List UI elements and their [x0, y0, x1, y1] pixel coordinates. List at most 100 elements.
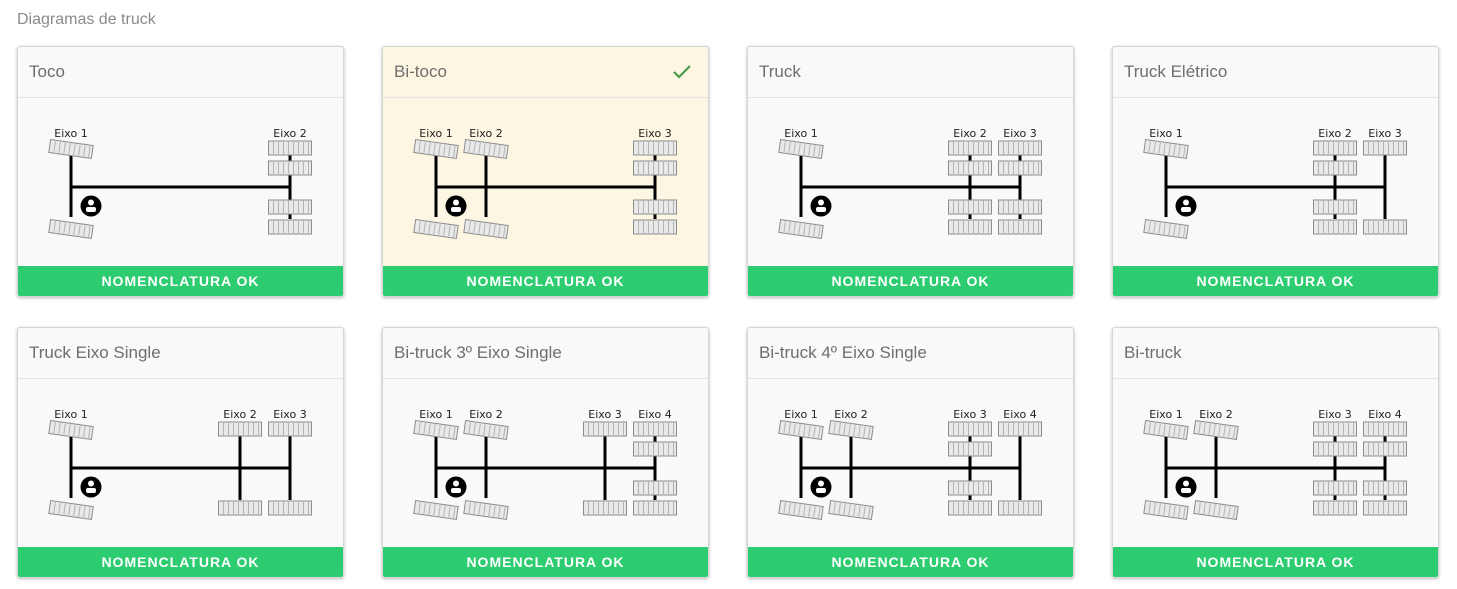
tire — [1363, 441, 1407, 457]
axle-label: Eixo 3 — [1003, 127, 1036, 140]
tire — [1363, 500, 1407, 516]
tire — [268, 500, 312, 516]
tire — [1313, 480, 1357, 496]
tire — [1313, 199, 1357, 215]
tire — [778, 219, 824, 239]
tire — [948, 219, 992, 235]
card-title: Bi-truck — [1124, 343, 1182, 362]
check-icon — [673, 65, 691, 79]
card-title: Toco — [29, 62, 65, 81]
card-title: Truck — [759, 62, 801, 81]
tire — [268, 140, 312, 156]
tire — [1143, 420, 1189, 440]
tire — [948, 500, 992, 516]
card-header: Bi-toco — [383, 47, 708, 98]
tire — [1363, 421, 1407, 437]
tire — [778, 139, 824, 159]
tire — [948, 441, 992, 457]
axle-label: Eixo 2 — [223, 408, 256, 421]
steering-wheel-icon — [810, 195, 832, 217]
tire — [413, 139, 459, 159]
tire — [633, 160, 677, 176]
axle-label: Eixo 3 — [1318, 408, 1351, 421]
tire — [998, 500, 1042, 516]
tire — [268, 219, 312, 235]
axle-label: Eixo 2 — [469, 408, 502, 421]
axle-label: Eixo 1 — [54, 127, 87, 140]
axle-label: Eixo 3 — [588, 408, 621, 421]
card-header: Bi-truck — [1113, 328, 1438, 379]
tire — [48, 219, 94, 239]
tire — [828, 420, 874, 440]
tire — [948, 421, 992, 437]
tire — [268, 421, 312, 437]
tire — [268, 199, 312, 215]
card-title: Truck Elétrico — [1124, 62, 1228, 81]
tire — [413, 420, 459, 440]
steering-wheel-icon — [80, 476, 102, 498]
status-badge: NOMENCLATURA OK — [18, 547, 343, 577]
steering-wheel-icon — [80, 195, 102, 217]
axle-label: Eixo 3 — [638, 127, 671, 140]
card-header: Truck — [748, 47, 1073, 98]
tire — [463, 500, 509, 520]
tire — [48, 139, 94, 159]
tire — [633, 140, 677, 156]
tire — [48, 420, 94, 440]
tire — [633, 421, 677, 437]
tire — [48, 500, 94, 520]
status-badge: NOMENCLATURA OK — [748, 547, 1073, 577]
axle-label: Eixo 4 — [638, 408, 671, 421]
tire — [463, 139, 509, 159]
tire — [633, 500, 677, 516]
card-header: Toco — [18, 47, 343, 98]
axle-label: Eixo 1 — [419, 408, 452, 421]
axle-label: Eixo 4 — [1368, 408, 1401, 421]
tire — [463, 420, 509, 440]
card-title: Bi-truck 3º Eixo Single — [394, 343, 562, 362]
tire — [218, 421, 262, 437]
tire — [633, 199, 677, 215]
tire — [633, 441, 677, 457]
tire — [413, 219, 459, 239]
tire — [998, 140, 1042, 156]
tire — [948, 199, 992, 215]
tire — [1363, 219, 1407, 235]
axle-label: Eixo 1 — [784, 127, 817, 140]
card-title: Bi-truck 4º Eixo Single — [759, 343, 927, 362]
tire — [633, 219, 677, 235]
tire — [1363, 140, 1407, 156]
tire — [1363, 480, 1407, 496]
tire — [1313, 441, 1357, 457]
tire — [1313, 421, 1357, 437]
axle-label: Eixo 2 — [953, 127, 986, 140]
status-badge: NOMENCLATURA OK — [748, 266, 1073, 296]
card-header: Bi-truck 3º Eixo Single — [383, 328, 708, 379]
status-badge: NOMENCLATURA OK — [383, 547, 708, 577]
card-truck[interactable]: Truck Eixo 1 Eixo 2 Eixo 3 NOMENCLATURA OK — [747, 46, 1074, 297]
status-badge: NOMENCLATURA OK — [1113, 266, 1438, 296]
card-header: Truck Elétrico — [1113, 47, 1438, 98]
tire — [998, 421, 1042, 437]
tire — [218, 500, 262, 516]
tire — [268, 160, 312, 176]
tire — [1313, 160, 1357, 176]
truck-diagram: Eixo 1 Eixo 2 Eixo 3 Eixo 4 — [413, 408, 677, 520]
axle-label: Eixo 1 — [784, 408, 817, 421]
card-title: Bi-toco — [394, 62, 447, 81]
page-heading: Diagramas de truck — [17, 11, 156, 28]
tire — [583, 421, 627, 437]
status-badge: NOMENCLATURA OK — [18, 266, 343, 296]
steering-wheel-icon — [810, 476, 832, 498]
tire — [1143, 500, 1189, 520]
